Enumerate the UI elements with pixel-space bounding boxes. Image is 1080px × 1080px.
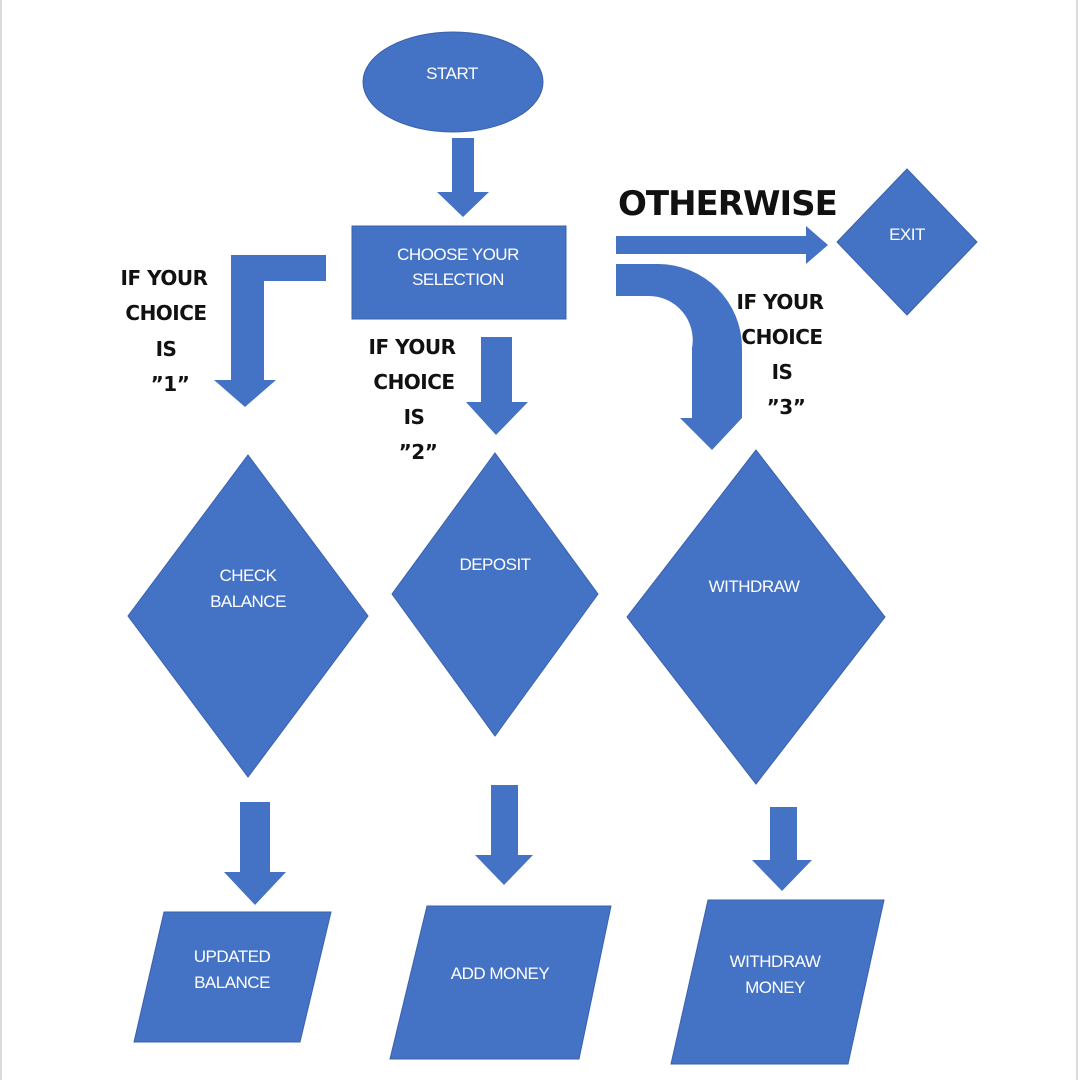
- choice-2-line4: ”2”: [399, 440, 438, 464]
- updated-balance-node: [133, 911, 332, 1043]
- choice-3-line2: CHOICE: [741, 325, 822, 349]
- choice-3-line4: ”3”: [767, 395, 806, 419]
- page-border-left: [0, 0, 2, 1080]
- choice-3-label: IF YOUR CHOICE IS ”3”: [737, 290, 825, 419]
- add-money-node: [389, 905, 612, 1060]
- choice-2-label: IF YOUR CHOICE IS ”2”: [369, 335, 457, 464]
- arrow-choose-to-exit: [616, 226, 828, 264]
- choice-3-line3: IS: [772, 360, 793, 384]
- start-node: [362, 31, 544, 133]
- arrow-start-to-choose: [437, 138, 489, 217]
- withdraw-money-node: [670, 899, 885, 1065]
- choice-1-line3: IS: [156, 337, 177, 361]
- choice-1-line2: CHOICE: [125, 301, 206, 325]
- arrow-deposit-to-add-money: [475, 785, 533, 885]
- choose-selection-label-line2: SELECTION: [412, 270, 504, 289]
- check-balance-node: [127, 454, 369, 778]
- updated-balance-label-line2: BALANCE: [194, 973, 270, 992]
- withdraw-money-label-line2: MONEY: [745, 978, 805, 997]
- withdraw-node: [626, 449, 886, 785]
- arrow-choose-to-withdraw: [616, 264, 742, 450]
- arrow-choose-to-check-balance: [214, 255, 326, 407]
- choose-selection-label-line1: CHOOSE YOUR: [397, 245, 519, 264]
- deposit-node: [391, 452, 599, 737]
- choice-1-line4: ”1”: [151, 372, 190, 396]
- exit-node: [836, 168, 978, 316]
- deposit-node-label: DEPOSIT: [459, 555, 530, 574]
- check-balance-label-line1: CHECK: [219, 566, 277, 585]
- updated-balance-label-line1: UPDATED: [194, 947, 271, 966]
- choice-1-label: IF YOUR CHOICE IS ”1”: [121, 266, 209, 396]
- otherwise-label: OTHERWISE: [618, 184, 837, 224]
- choice-2-line1: IF YOUR: [369, 335, 456, 359]
- exit-node-label: EXIT: [889, 225, 925, 244]
- withdraw-node-label: WITHDRAW: [709, 577, 800, 596]
- withdraw-money-label-line1: WITHDRAW: [730, 952, 821, 971]
- choice-2-line2: CHOICE: [373, 370, 454, 394]
- add-money-label: ADD MONEY: [451, 964, 550, 983]
- check-balance-label-line2: BALANCE: [210, 592, 286, 611]
- choose-selection-node: [351, 225, 567, 320]
- arrow-withdraw-to-withdraw-money: [752, 807, 812, 891]
- start-node-label: START: [426, 64, 478, 83]
- choice-2-line3: IS: [404, 405, 425, 429]
- arrow-check-to-updated: [224, 802, 286, 905]
- page-border-right: [1076, 0, 1078, 1080]
- choice-3-line1: IF YOUR: [737, 290, 824, 314]
- choice-1-line1: IF YOUR: [121, 266, 208, 290]
- arrow-choose-to-deposit: [466, 337, 528, 435]
